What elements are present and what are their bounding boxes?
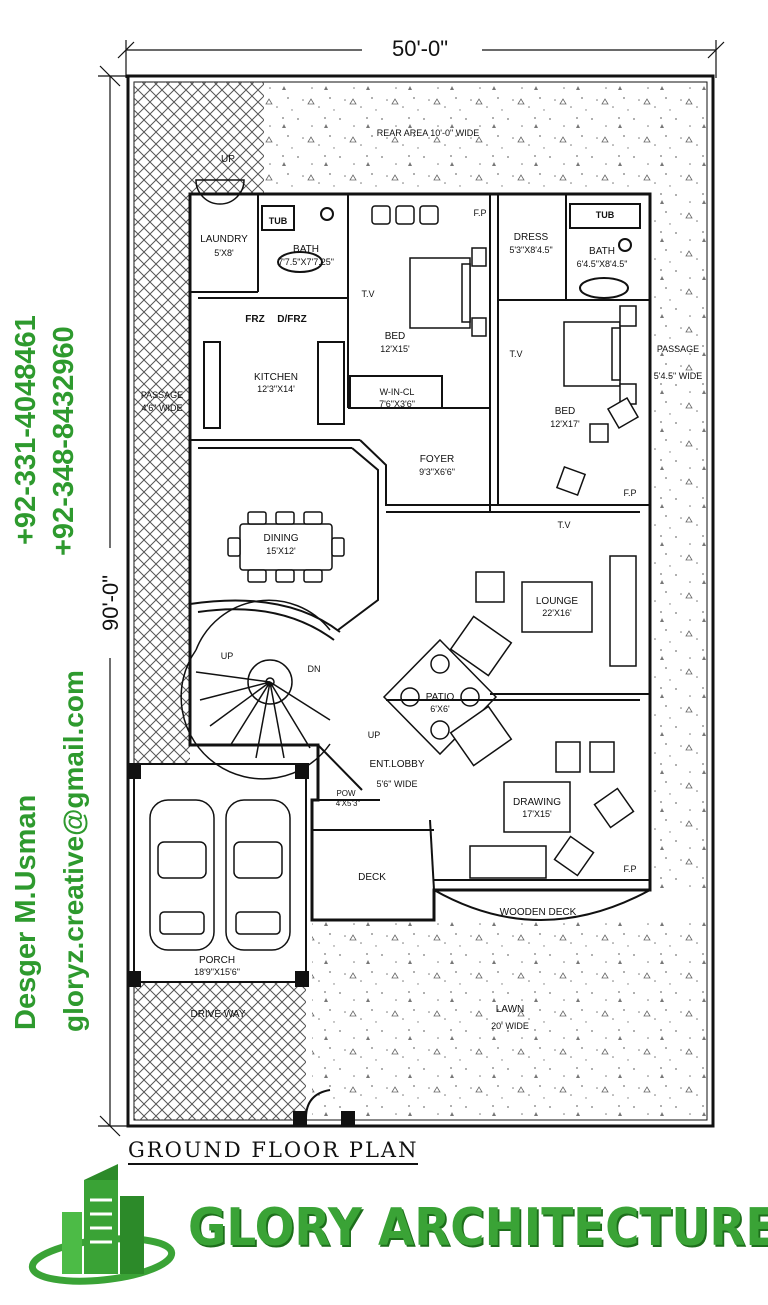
lawn-area <box>312 920 707 1120</box>
laundry-name: LAUNDRY <box>200 234 248 245</box>
up-stair-label: UP <box>221 651 234 661</box>
left-passage-paving <box>134 194 190 764</box>
lawn-name: LAWN <box>496 1004 525 1015</box>
paving-top-left <box>134 82 264 194</box>
tv-3-label: T.V <box>557 520 570 530</box>
width-label: 50'-0" <box>392 36 448 61</box>
bed-1-furniture <box>371 205 487 337</box>
deck-label: DECK <box>358 872 386 883</box>
lounge-size: 22'X16' <box>542 608 572 618</box>
lounge-name: LOUNGE <box>536 596 579 607</box>
win-cl-name: W-IN-CL <box>380 387 415 397</box>
foyer-size: 9'3"X6'6" <box>419 467 455 477</box>
designer-name: Desger M.Usman <box>10 794 42 1030</box>
porch <box>127 763 309 987</box>
porch-size: 18'9"X15'6" <box>194 967 240 977</box>
dining-size: 15'X12' <box>266 546 296 556</box>
bed-2-size: 12'X17' <box>550 419 580 429</box>
patio-name: PATIO <box>426 692 455 703</box>
drive-way-paving <box>134 982 306 1120</box>
laundry-size: 5'X8' <box>214 248 234 258</box>
dn-label: DN <box>308 664 321 674</box>
pow-size: 4'X5'3" <box>336 799 361 808</box>
fp-2-label: F.P <box>623 488 636 498</box>
bath-2-name: BATH <box>589 246 615 257</box>
dining-name: DINING <box>264 533 299 544</box>
rear-area <box>264 82 707 190</box>
drawing-size: 17'X15' <box>522 809 552 819</box>
right-passage-area <box>650 190 707 890</box>
passage-left-size: 4'6" WIDE <box>142 403 183 413</box>
patio-size: 6'X6' <box>430 704 450 714</box>
tv-2-label: T.V <box>509 349 522 359</box>
bed-2-furniture <box>555 305 640 497</box>
rear-area-label: REAR AREA 10'-0" WIDE <box>377 128 479 138</box>
page-title: GROUND FLOOR PLAN <box>128 1138 419 1165</box>
passage-left-name: PASSAGE <box>141 390 183 400</box>
bath-1-size: 7'7.5"X7'7.25" <box>278 257 334 267</box>
designer-email: gloryz.creative@gmail.com <box>58 670 89 1032</box>
bed-1-name: BED <box>385 331 406 342</box>
passage-right-size: 5'4.5" WIDE <box>654 371 702 381</box>
fp-1-label: F.P <box>473 208 486 218</box>
drive-way-label: DRIVE WAY <box>190 1009 245 1020</box>
tv-1-label: T.V <box>361 289 374 299</box>
lounge-furniture <box>449 555 637 677</box>
drawing-name: DRAWING <box>513 797 561 808</box>
rear-stair <box>195 179 245 205</box>
drawing-furniture <box>449 705 635 879</box>
ent-lobby-size: 5'6" WIDE <box>377 779 418 789</box>
tub-1-label: TUB <box>269 216 288 226</box>
gate <box>293 1089 355 1125</box>
car-left-icon <box>149 799 215 951</box>
phone-2: +92-348-8432960 <box>48 326 80 556</box>
passage-right-name: PASSAGE <box>657 344 699 354</box>
foyer-name: FOYER <box>420 454 454 465</box>
bed-1-size: 12'X15' <box>380 344 410 354</box>
kitchen-name: KITCHEN <box>254 372 298 383</box>
pow-name: POW <box>336 789 356 798</box>
brand-logo-icon <box>28 1164 176 1285</box>
lawn-size: 20' WIDE <box>491 1021 529 1031</box>
up-top-label: UP <box>221 154 235 165</box>
patio-area <box>382 638 498 756</box>
dfrz-label: D/FRZ <box>277 314 306 325</box>
bath-2-size: 6'4.5"X8'4.5" <box>577 259 628 269</box>
depth-label: 90'-0" <box>98 575 123 631</box>
up-lobby-label: UP <box>368 730 381 740</box>
ent-lobby-name: ENT.LOBBY <box>369 759 424 770</box>
car-right-icon <box>225 799 291 951</box>
win-cl-size: 7'6"X3'6" <box>379 399 415 409</box>
tub-2-label: TUB <box>596 210 615 220</box>
phone-1: +92-331-4048461 <box>10 315 42 545</box>
dress-size: 5'3"X8'4.5" <box>509 245 552 255</box>
wooden-deck-arc <box>433 889 651 921</box>
bed-2-name: BED <box>555 406 576 417</box>
fp-3-label: F.P <box>623 864 636 874</box>
bath-1-name: BATH <box>293 244 319 255</box>
dress-name: DRESS <box>514 232 549 243</box>
brand-name: GLORY ARCHITECTURE <box>188 1198 768 1258</box>
kitchen-size: 12'3"X14' <box>257 384 295 394</box>
dining-table <box>227 511 345 583</box>
wooden-deck-label: WOODEN DECK <box>500 907 577 918</box>
porch-name: PORCH <box>199 955 235 966</box>
frz-label: FRZ <box>245 314 264 325</box>
